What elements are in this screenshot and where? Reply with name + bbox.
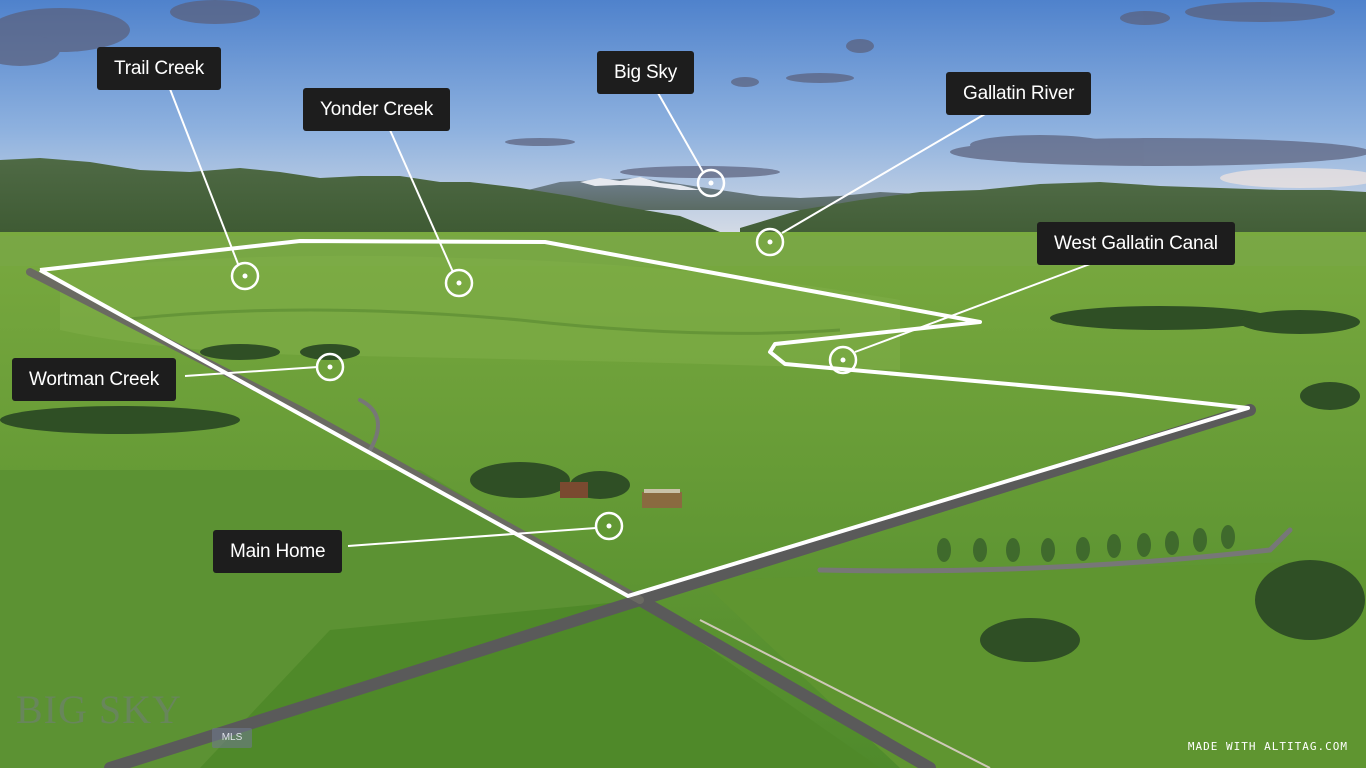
roads: [26, 268, 1293, 768]
clouds: [0, 0, 1366, 178]
big-sky-logo-watermark: BIG SKY: [16, 687, 182, 732]
snow-peaks: [580, 177, 700, 190]
altitag-credit: MADE WITH ALTITAG.COM: [1187, 740, 1348, 753]
label-gallatin-river: Gallatin River: [946, 72, 1092, 115]
callout-markers: [230, 168, 858, 541]
label-big-sky: Big Sky: [597, 51, 695, 94]
mls-badge: MLS: [212, 728, 252, 748]
label-trail-creek: Trail Creek: [97, 47, 221, 90]
callout-leaders: [169, 88, 1091, 547]
label-yonder-creek: Yonder Creek: [303, 88, 451, 131]
tree-lines: [0, 306, 1365, 662]
foothills-left: [0, 158, 730, 236]
label-west-gallatin-canal: West Gallatin Canal: [1037, 222, 1235, 265]
main-home-building: [560, 482, 588, 498]
property-boundary: [39, 239, 1250, 598]
label-wortman-creek: Wortman Creek: [12, 358, 177, 401]
label-main-home: Main Home: [213, 530, 343, 573]
